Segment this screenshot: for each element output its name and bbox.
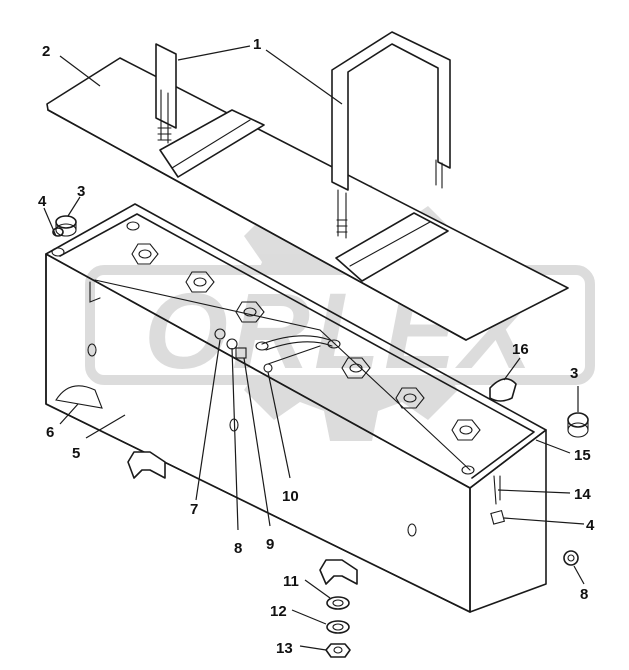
callout-3-right: 3 (570, 365, 578, 382)
callout-2: 2 (42, 43, 50, 60)
callout-5: 5 (72, 445, 80, 462)
flat-washer (326, 620, 350, 634)
callout-16: 16 (512, 341, 529, 358)
callout-7: 7 (190, 501, 198, 518)
callout-10: 10 (282, 488, 299, 505)
callout-4-left: 4 (38, 193, 47, 210)
leader-lines (43, 45, 585, 651)
cotter-pin (493, 475, 501, 505)
battery-cover-plate (46, 57, 569, 341)
callout-labels: 1 2 3 4 6 5 7 8 9 10 16 3 15 14 4 8 11 1… (38, 36, 595, 657)
callout-15: 15 (574, 447, 591, 464)
square-nut (490, 509, 506, 525)
spring-washer (326, 596, 350, 610)
battery-cable (255, 335, 341, 365)
battery-box (45, 203, 547, 613)
callout-11: 11 (283, 573, 299, 590)
callout-3-left: 3 (77, 183, 85, 200)
clamp-bolt-left (155, 43, 177, 144)
callout-13: 13 (276, 640, 293, 657)
rubber-plug-right (567, 412, 589, 438)
callout-1: 1 (253, 36, 261, 53)
washer-right (563, 550, 579, 566)
corner-bolt-left (52, 227, 64, 237)
callout-8-right: 8 (580, 586, 588, 603)
u-bracket (331, 31, 451, 239)
rubber-plug-left (55, 215, 77, 237)
callout-6: 6 (46, 424, 54, 441)
callout-9: 9 (266, 536, 274, 553)
callout-8-left: 8 (234, 540, 242, 557)
callout-14: 14 (574, 486, 591, 503)
callout-4-right: 4 (586, 517, 595, 534)
battery-terminals (131, 243, 481, 441)
callout-12: 12 (270, 603, 287, 620)
grommet (489, 378, 517, 402)
hex-nut (325, 643, 351, 658)
